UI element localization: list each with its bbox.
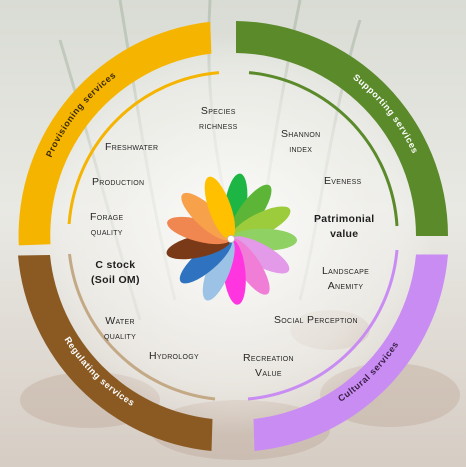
label-shannon-line2: index bbox=[289, 143, 313, 155]
label-cstock-line1: C stock bbox=[95, 259, 136, 271]
label-patrimonial-line2: value bbox=[330, 228, 359, 240]
regulating-inner-arc bbox=[68, 253, 216, 401]
label-water-line2: quality bbox=[104, 330, 137, 342]
label-freshwater: Freshwater bbox=[105, 141, 159, 153]
forage-quality-petal bbox=[167, 216, 232, 245]
label-patrimonial-line1: Patrimonial bbox=[314, 213, 375, 225]
label-landscape-line2: Anemity bbox=[327, 280, 364, 292]
label-patrimonial-value: Patrimonial value bbox=[314, 212, 374, 242]
cultural-ring bbox=[253, 254, 448, 451]
cultural-inner-arc bbox=[247, 249, 399, 401]
freshwater-petal bbox=[204, 176, 236, 240]
label-species-richness: Species richness bbox=[199, 104, 238, 134]
label-shannon-index: Shannon index bbox=[281, 127, 320, 157]
label-social-perception: Social Perception bbox=[274, 314, 358, 326]
label-recreation-line1: Recreation bbox=[243, 352, 294, 364]
label-recreation-line2: Value bbox=[255, 367, 282, 379]
label-water-line1: Water bbox=[105, 315, 135, 327]
label-forage-line1: Forage bbox=[90, 211, 124, 223]
label-forage-line2: quality bbox=[90, 226, 123, 238]
label-production: Production bbox=[92, 176, 145, 188]
regulating-ring bbox=[18, 255, 213, 451]
label-landscape-anemity: Landscape Anemity bbox=[322, 264, 369, 294]
supporting-ring bbox=[236, 21, 448, 236]
provisioning-inner-arc bbox=[67, 71, 220, 225]
label-forage-quality: Forage quality bbox=[90, 210, 124, 240]
label-shannon-line1: Shannon bbox=[281, 128, 321, 140]
label-species-line2: richness bbox=[199, 120, 238, 132]
label-eveness: Eveness bbox=[324, 175, 362, 187]
label-landscape-line1: Landscape bbox=[322, 265, 370, 277]
indicator-petals bbox=[166, 173, 297, 305]
label-cstock-line2: (Soil OM) bbox=[91, 274, 140, 286]
supporting-title: Supporting services bbox=[351, 72, 420, 155]
label-recreation-value: Recreation Value bbox=[243, 351, 294, 381]
supporting-inner-arc bbox=[248, 71, 399, 227]
center-dot bbox=[227, 235, 235, 243]
label-hydrology: Hydrology bbox=[149, 350, 199, 362]
label-c-stock: C stock (Soil OM) bbox=[91, 258, 140, 288]
provisioning-ring bbox=[18, 21, 212, 246]
label-water-quality: Water quality bbox=[104, 314, 136, 344]
label-species-line1: Species bbox=[200, 105, 236, 117]
